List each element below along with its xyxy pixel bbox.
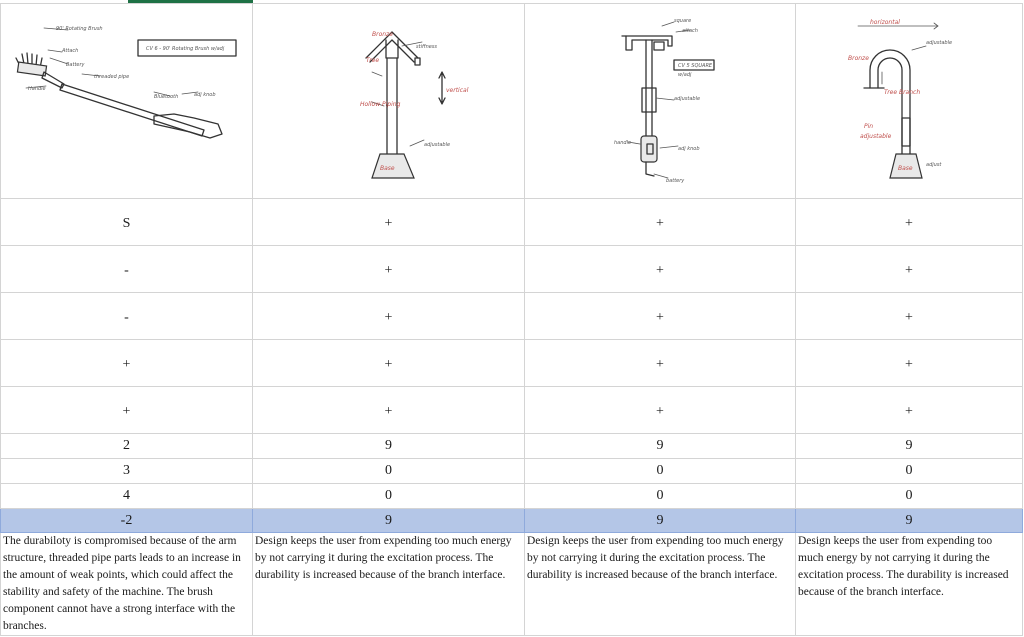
criteria-row-3: - + + + [0, 292, 1023, 340]
score-cell[interactable]: + [795, 198, 1023, 246]
count-row-same: 4 0 0 0 [0, 483, 1023, 509]
score-cell[interactable]: + [252, 339, 525, 387]
svg-text:adjustable: adjustable [424, 142, 450, 148]
criteria-row-2: - + + + [0, 245, 1023, 293]
count-cell[interactable]: 0 [524, 483, 796, 509]
svg-text:horizontal: horizontal [870, 19, 900, 26]
score-cell[interactable]: + [0, 339, 253, 387]
svg-text:adjust: adjust [926, 162, 942, 168]
note-cell[interactable]: The durabiloty is compromised because of… [0, 532, 253, 636]
score-cell[interactable]: + [524, 292, 796, 340]
note-text: The durabiloty is compromised because of… [3, 535, 241, 632]
svg-text:Handle: Handle [28, 86, 46, 92]
rotating-brush-sketch-icon: 90' Rotating Brush CV 6 - 90' Rotating B… [15, 26, 237, 139]
note-text: Design keeps the user from expending too… [798, 535, 1009, 598]
score-cell[interactable]: + [252, 292, 525, 340]
score-cell[interactable]: S [0, 198, 253, 246]
score-cell[interactable]: + [524, 339, 796, 387]
svg-text:adjustable: adjustable [860, 133, 892, 140]
count-row-minus: 3 0 0 0 [0, 458, 1023, 484]
count-row-plus: 2 9 9 9 [0, 433, 1023, 459]
score-cell[interactable]: + [524, 198, 796, 246]
score-cell[interactable]: + [252, 245, 525, 293]
svg-text:adj knob: adj knob [678, 146, 700, 152]
count-cell[interactable]: 0 [795, 458, 1023, 484]
cell-sketch-1[interactable]: 90' Rotating Brush CV 6 - 90' Rotating B… [0, 3, 253, 199]
cell-sketch-3[interactable]: square attach CV 5 SQUARE w/adj adjustab… [524, 3, 796, 199]
count-cell[interactable]: 3 [0, 458, 253, 484]
score-cell[interactable]: + [795, 292, 1023, 340]
svg-text:Bluetooth: Bluetooth [154, 94, 178, 100]
score-cell[interactable]: + [524, 245, 796, 293]
count-cell[interactable]: 9 [252, 433, 525, 459]
note-text: Design keeps the user from expending too… [527, 535, 784, 581]
total-cell[interactable]: 9 [795, 508, 1023, 533]
curved-hook-sketch-icon: horizontal Bronze adjustable Tree Branch… [848, 19, 952, 179]
svg-text:adjustable: adjustable [674, 96, 700, 102]
svg-text:vertical: vertical [446, 87, 469, 94]
cell-sketch-4[interactable]: horizontal Bronze adjustable Tree Branch… [795, 3, 1023, 199]
total-cell[interactable]: -2 [0, 508, 253, 533]
svg-text:Tree: Tree [366, 57, 379, 64]
notes-row: The durabiloty is compromised because of… [0, 532, 1023, 636]
svg-text:battery: battery [666, 178, 685, 184]
svg-text:Attach: Attach [61, 48, 78, 54]
svg-text:stiffness: stiffness [416, 44, 437, 50]
score-cell[interactable]: - [0, 292, 253, 340]
svg-text:Hollow Piping: Hollow Piping [360, 101, 401, 108]
score-cell[interactable]: - [0, 245, 253, 293]
svg-text:threaded pipe: threaded pipe [94, 74, 129, 80]
criteria-row-1: S + + + [0, 198, 1023, 246]
decision-matrix-table: 90' Rotating Brush CV 6 - 90' Rotating B… [0, 3, 1023, 636]
square-hook-sketch-icon: square attach CV 5 SQUARE w/adj adjustab… [614, 18, 715, 184]
svg-text:Pin: Pin [864, 123, 873, 130]
svg-text:w/adj: w/adj [678, 72, 692, 78]
total-cell[interactable]: 9 [524, 508, 796, 533]
count-cell[interactable]: 0 [795, 483, 1023, 509]
count-cell[interactable]: 2 [0, 433, 253, 459]
score-cell[interactable]: + [252, 198, 525, 246]
svg-text:CV 5 SQUARE: CV 5 SQUARE [678, 63, 713, 69]
svg-text:adj knob: adj knob [194, 92, 216, 98]
criteria-row-5: + + + + [0, 386, 1023, 434]
active-cell-accent [128, 0, 253, 3]
svg-text:Tree Branch: Tree Branch [884, 89, 920, 96]
sketch-row: 90' Rotating Brush CV 6 - 90' Rotating B… [0, 3, 1023, 199]
svg-text:handle: handle [614, 140, 631, 146]
count-cell[interactable]: 0 [524, 458, 796, 484]
svg-text:square: square [674, 18, 691, 24]
svg-text:Bronze: Bronze [848, 55, 869, 62]
cell-sketch-2[interactable]: Bronze stiffness Tree Hollow Piping vert… [252, 3, 525, 199]
svg-text:attach: attach [682, 28, 698, 34]
count-cell[interactable]: 9 [524, 433, 796, 459]
count-cell[interactable]: 0 [252, 483, 525, 509]
svg-text:Base: Base [898, 165, 913, 172]
svg-text:Battery: Battery [66, 62, 86, 68]
svg-text:adjustable: adjustable [926, 40, 952, 46]
svg-text:Base: Base [380, 165, 395, 172]
count-cell[interactable]: 4 [0, 483, 253, 509]
total-cell[interactable]: 9 [252, 508, 525, 533]
score-cell[interactable]: + [795, 386, 1023, 434]
score-cell[interactable]: + [252, 386, 525, 434]
count-cell[interactable]: 0 [252, 458, 525, 484]
count-cell[interactable]: 9 [795, 433, 1023, 459]
criteria-row-4: + + + + [0, 339, 1023, 387]
note-cell[interactable]: Design keeps the user from expending too… [524, 532, 796, 636]
note-text: Design keeps the user from expending too… [255, 535, 512, 581]
note-cell[interactable]: Design keeps the user from expending too… [795, 532, 1023, 636]
angled-hook-sketch-icon: Bronze stiffness Tree Hollow Piping vert… [360, 31, 469, 179]
note-cell[interactable]: Design keeps the user from expending too… [252, 532, 525, 636]
total-score-row: -2 9 9 9 [0, 508, 1023, 533]
score-cell[interactable]: + [0, 386, 253, 434]
svg-text:Bronze: Bronze [372, 31, 393, 38]
svg-text:CV 6 - 90' Rotating Brush w/ad: CV 6 - 90' Rotating Brush w/adj [146, 46, 225, 52]
score-cell[interactable]: + [795, 245, 1023, 293]
svg-text:90' Rotating Brush: 90' Rotating Brush [56, 26, 103, 32]
score-cell[interactable]: + [524, 386, 796, 434]
score-cell[interactable]: + [795, 339, 1023, 387]
